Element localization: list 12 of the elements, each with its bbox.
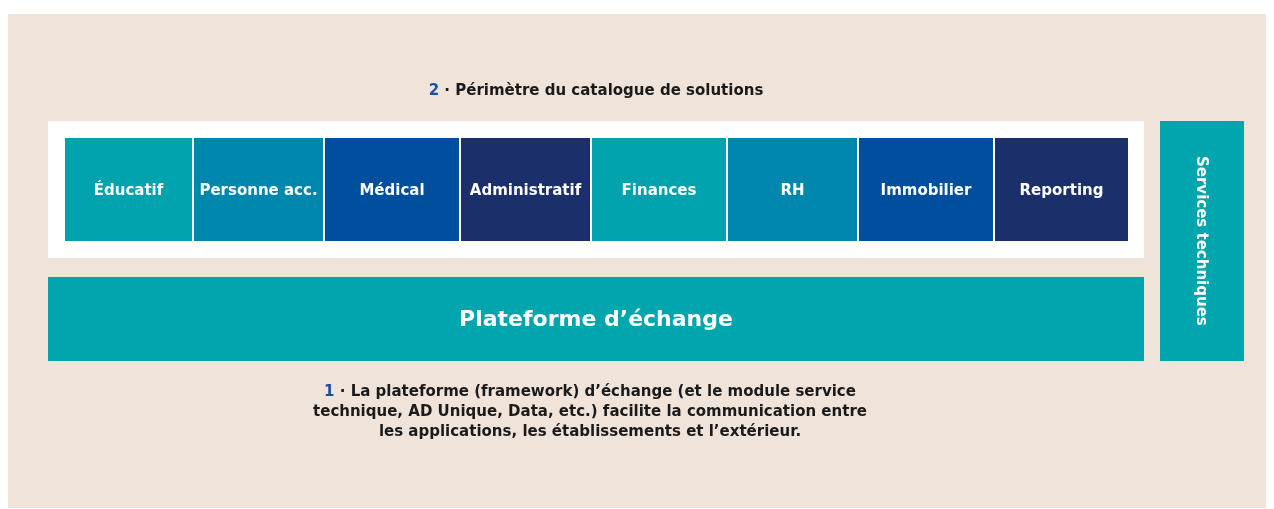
module-tile: Médical [325, 138, 459, 241]
services-bar: Services techniques [1160, 121, 1244, 361]
module-tile: Éducatif [65, 138, 192, 241]
module-tile: Finances [592, 138, 726, 241]
platform-bar: Plateforme d’échange [48, 277, 1144, 361]
panel-heading: 2 · Périmètre du catalogue de solutions [428, 81, 764, 99]
module-tile: Immobilier [859, 138, 993, 241]
module-tile: RH [728, 138, 857, 241]
module-tile: Personne acc. [194, 138, 323, 241]
module-tile: Reporting [995, 138, 1128, 241]
module-tile: Administratif [461, 138, 590, 241]
note-text: 1 · La plateforme (framework) d’échange (et le module service technique, AD Unique, Data, etc.) facilite la communication entre les applications, les établissements et l’extérieur. [312, 381, 868, 441]
